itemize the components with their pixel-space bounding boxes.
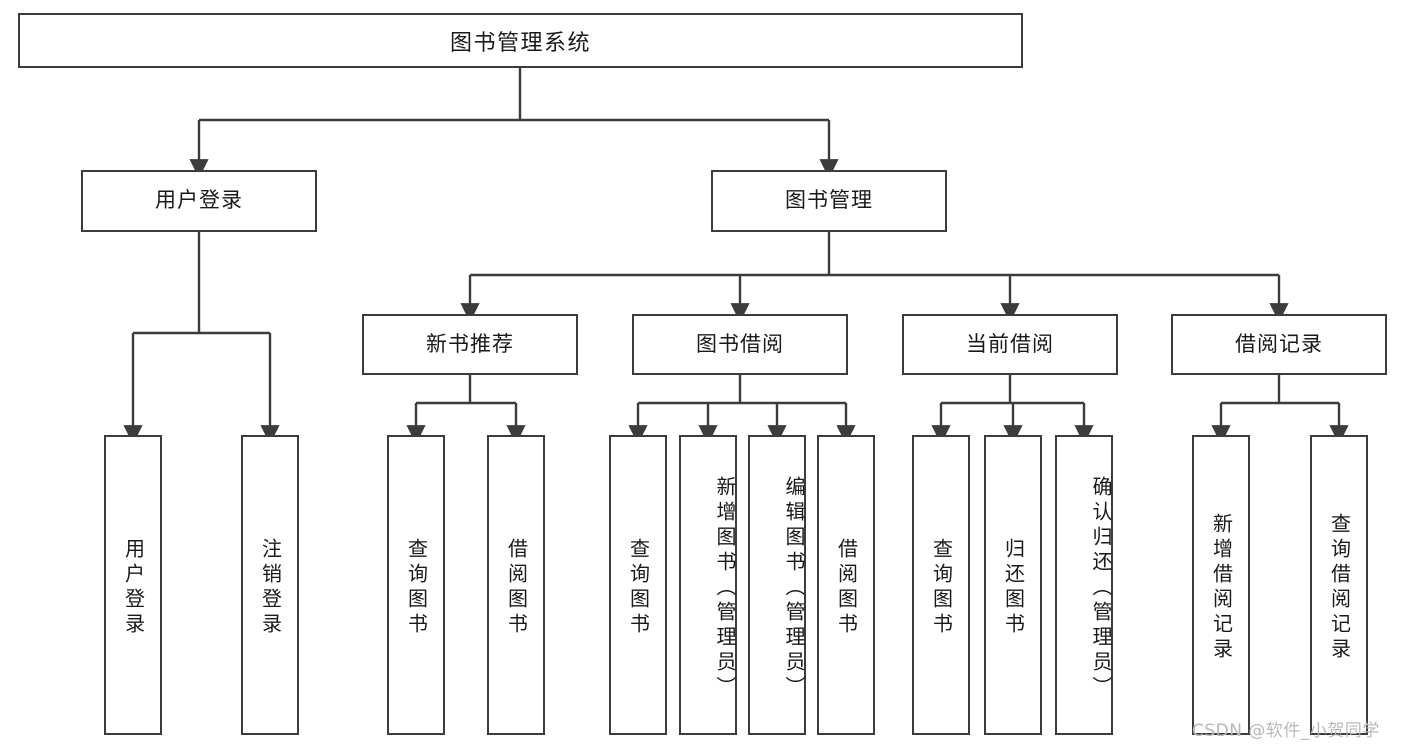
node-current-borrow-label: 当前借阅 — [966, 331, 1054, 356]
leaf-borrow-book-label: 借阅图书 — [834, 538, 859, 638]
leaf-edit-book-admin[interactable]: 编辑图书（管理员） — [748, 435, 806, 735]
leaf-query-book-current-label: 查询图书 — [929, 538, 954, 638]
leaf-return-book-label: 归还图书 — [1001, 538, 1026, 638]
leaf-user-logout[interactable]: 注销登录 — [241, 435, 299, 735]
leaf-query-book-borrow[interactable]: 查询图书 — [609, 435, 667, 735]
leaf-user-login[interactable]: 用户登录 — [104, 435, 162, 735]
node-user-login-label: 用户登录 — [155, 188, 243, 213]
leaf-add-borrow-record-label: 新增借阅记录 — [1209, 513, 1234, 663]
leaf-user-login-label: 用户登录 — [121, 538, 146, 638]
leaf-query-book-current[interactable]: 查询图书 — [912, 435, 970, 735]
node-borrow-record-label: 借阅记录 — [1235, 331, 1323, 356]
leaf-add-borrow-record[interactable]: 新增借阅记录 — [1192, 435, 1250, 735]
leaf-add-book-admin[interactable]: 新增图书（管理员） — [679, 435, 737, 735]
node-book-borrow-label: 图书借阅 — [696, 331, 784, 356]
leaf-query-borrow-record-label: 查询借阅记录 — [1327, 513, 1352, 663]
leaf-query-borrow-record[interactable]: 查询借阅记录 — [1310, 435, 1368, 735]
node-book-management[interactable]: 图书管理 — [711, 170, 947, 232]
leaf-borrow-book-recommend[interactable]: 借阅图书 — [487, 435, 545, 735]
leaf-query-book-borrow-label: 查询图书 — [626, 538, 651, 638]
leaf-query-book-recommend[interactable]: 查询图书 — [387, 435, 445, 735]
node-current-borrow[interactable]: 当前借阅 — [902, 314, 1118, 375]
node-root-book-management-system[interactable]: 图书管理系统 — [18, 13, 1023, 68]
leaf-add-book-admin-label: 新增图书（管理员） — [713, 475, 737, 701]
leaf-user-logout-label: 注销登录 — [258, 538, 283, 638]
leaf-edit-book-admin-label: 编辑图书（管理员） — [782, 475, 806, 701]
node-user-login[interactable]: 用户登录 — [81, 170, 317, 232]
leaf-borrow-book[interactable]: 借阅图书 — [817, 435, 875, 735]
node-root-label: 图书管理系统 — [449, 30, 591, 56]
leaf-confirm-return-admin[interactable]: 确认归还（管理员） — [1055, 435, 1113, 735]
leaf-borrow-book-recommend-label: 借阅图书 — [504, 538, 529, 638]
node-new-book-recommend[interactable]: 新书推荐 — [362, 314, 578, 375]
leaf-return-book[interactable]: 归还图书 — [984, 435, 1042, 735]
node-book-borrow[interactable]: 图书借阅 — [632, 314, 848, 375]
leaf-confirm-return-admin-label: 确认归还（管理员） — [1089, 475, 1113, 701]
node-book-management-label: 图书管理 — [785, 188, 873, 213]
node-new-book-recommend-label: 新书推荐 — [426, 331, 514, 356]
leaf-query-book-recommend-label: 查询图书 — [404, 538, 429, 638]
node-borrow-record[interactable]: 借阅记录 — [1171, 314, 1387, 375]
